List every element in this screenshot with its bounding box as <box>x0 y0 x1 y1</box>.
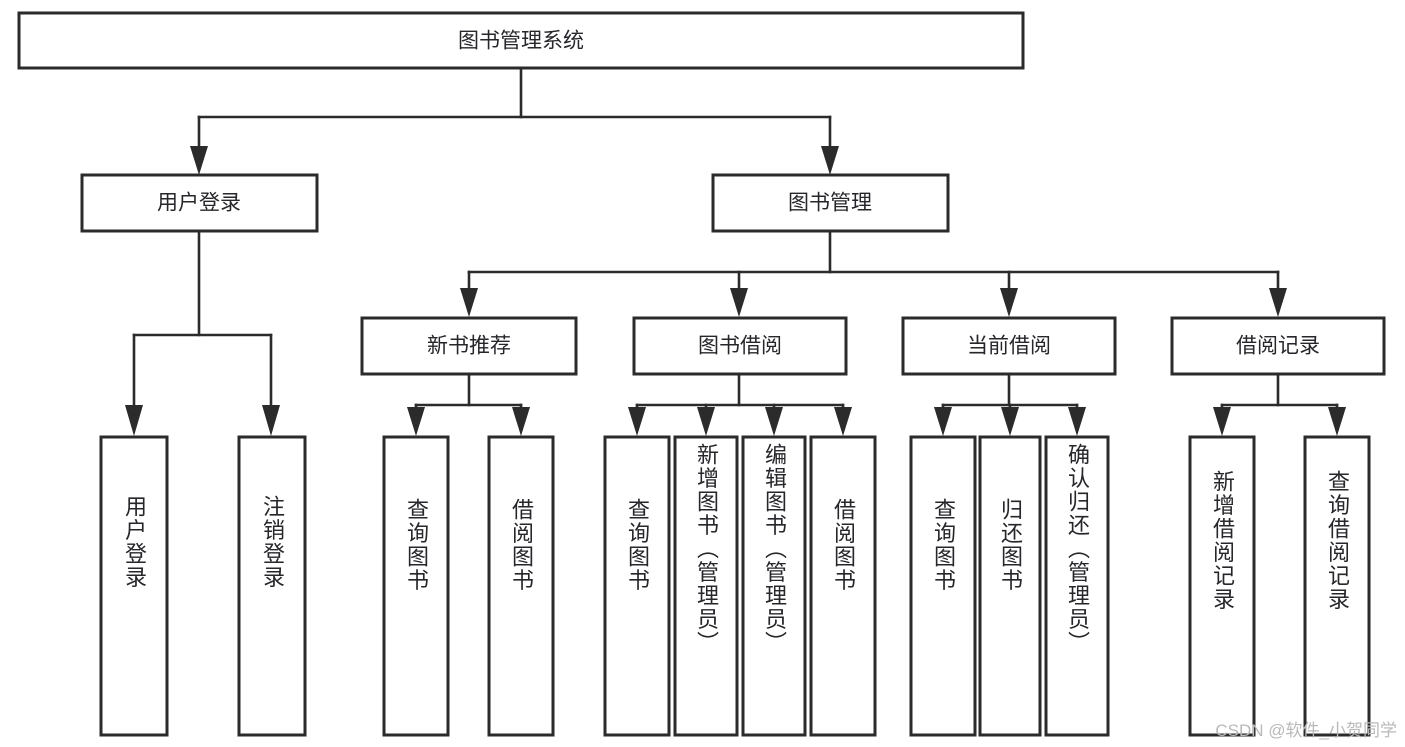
arrow-record-leaf-1-icon <box>1328 407 1346 436</box>
node-root[interactable]: 图书管理系统 <box>17 11 1025 70</box>
leaf-current-2-box[interactable] <box>1044 435 1110 737</box>
node-user-login-label: 用户登录 <box>157 192 241 215</box>
arrow-current-leaf-1-icon <box>1001 407 1019 436</box>
arrow-recommend-leaf-0-icon <box>407 407 425 436</box>
arrow-recommend-leaf-1-icon <box>512 407 530 436</box>
node-book-borrow-label: 图书借阅 <box>698 335 782 358</box>
leaf-user-login-0-box[interactable] <box>99 435 169 737</box>
leaf-borrow-1-box[interactable] <box>673 435 739 737</box>
node-new-book-recommend-box[interactable] <box>360 316 578 376</box>
arrow-current-leaf-2-icon <box>1068 407 1086 436</box>
leaf-borrow-0-box[interactable] <box>603 435 671 737</box>
node-current-borrow[interactable]: 当前借阅 <box>901 316 1117 376</box>
node-book-management-label: 图书管理 <box>788 192 872 215</box>
arrow-borrow-leaf-1-icon <box>697 407 715 436</box>
node-new-book-recommend[interactable]: 新书推荐 <box>360 316 578 376</box>
node-book-borrow-box[interactable] <box>632 316 848 376</box>
node-root-box[interactable] <box>17 11 1025 70</box>
leaf-record-1-box[interactable] <box>1303 435 1371 737</box>
node-current-borrow-label: 当前借阅 <box>967 335 1051 358</box>
node-current-borrow-box[interactable] <box>901 316 1117 376</box>
leaf-recommend-0-box[interactable] <box>382 435 450 737</box>
node-user-login[interactable]: 用户登录 <box>80 173 319 233</box>
arrow-current-leaf-0-icon <box>934 407 952 436</box>
leaf-user-login-1-box[interactable] <box>237 435 307 737</box>
leaf-record-0-box[interactable] <box>1188 435 1256 737</box>
arrow-root-to-book-mgmt-icon <box>821 146 839 175</box>
arrow-borrow-leaf-2-icon <box>765 407 783 436</box>
arrow-book-mgmt-to-n3-icon <box>1269 288 1287 317</box>
arrow-user-login-leaf-1-icon <box>262 405 280 436</box>
arrow-root-to-user-login-icon <box>190 146 208 175</box>
leaf-current-1-box[interactable] <box>978 435 1042 737</box>
node-book-management[interactable]: 图书管理 <box>711 173 950 233</box>
node-user-login-box[interactable] <box>80 173 319 233</box>
arrow-user-login-leaf-0-icon <box>125 405 143 436</box>
leaf-current-0-box[interactable] <box>909 435 977 737</box>
leaf-borrow-2-box[interactable] <box>741 435 807 737</box>
node-borrow-record-box[interactable] <box>1170 316 1386 376</box>
connector-layer <box>125 66 1346 436</box>
arrow-book-mgmt-to-n2-icon <box>1000 288 1018 317</box>
arrow-book-mgmt-to-n0-icon <box>460 288 478 317</box>
leaf-borrow-3-box[interactable] <box>809 435 877 737</box>
node-book-management-box[interactable] <box>711 173 950 233</box>
node-book-borrow[interactable]: 图书借阅 <box>632 316 848 376</box>
node-root-label: 图书管理系统 <box>458 30 584 53</box>
arrow-borrow-leaf-0-icon <box>628 407 646 436</box>
arrow-borrow-leaf-3-icon <box>834 407 852 436</box>
node-borrow-record-label: 借阅记录 <box>1236 335 1320 358</box>
arrow-book-mgmt-to-n1-icon <box>730 288 748 317</box>
arrow-record-leaf-0-icon <box>1213 407 1231 436</box>
node-new-book-recommend-label: 新书推荐 <box>427 335 511 358</box>
watermark: CSDN @软件_小贺同学 <box>1215 721 1397 740</box>
leaf-recommend-1-box[interactable] <box>487 435 555 737</box>
node-borrow-record[interactable]: 借阅记录 <box>1170 316 1386 376</box>
